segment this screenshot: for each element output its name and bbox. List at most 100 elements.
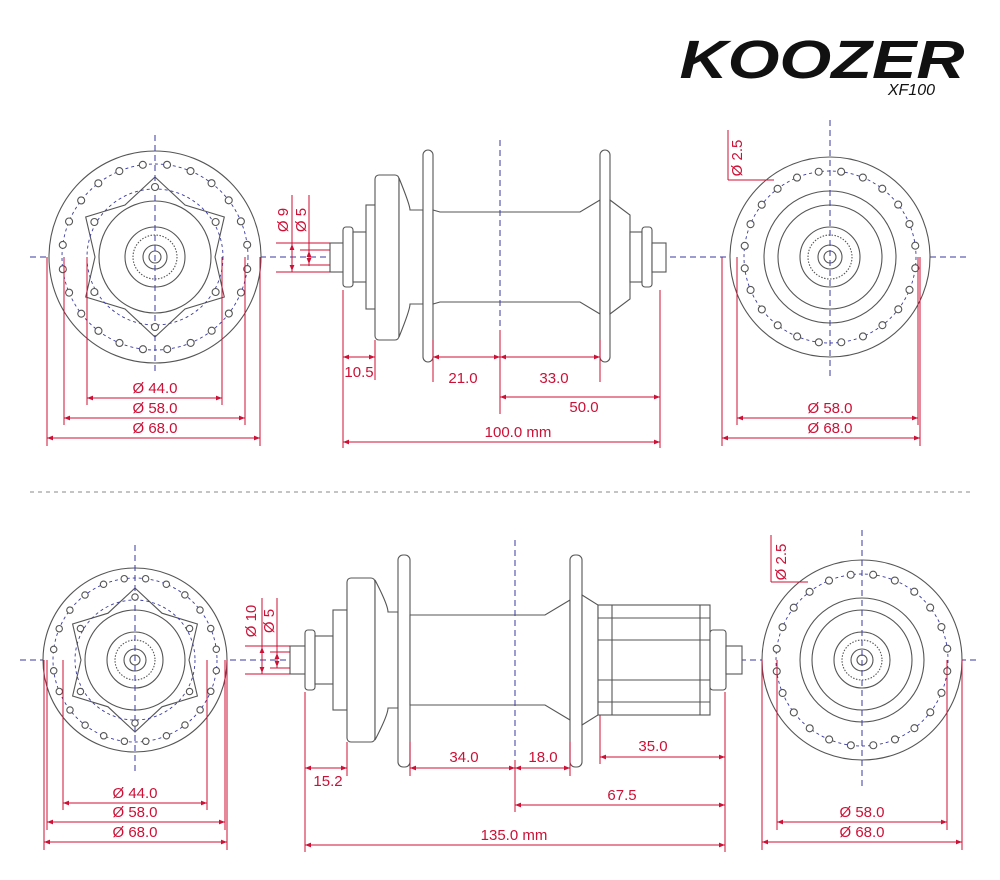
spoke-hole	[805, 724, 814, 733]
spoke-hole	[890, 576, 899, 585]
rear-d18-label: 18.0	[528, 749, 557, 766]
spoke-hole	[211, 287, 220, 297]
spoke-hole	[64, 217, 74, 226]
spoke-hole	[131, 719, 139, 727]
front-flange-d58-label: Ø 58.0	[807, 400, 852, 417]
front-disc-d58-label: Ø 58.0	[132, 400, 177, 417]
rear-hole-d2-5-label: Ø 2.5	[773, 544, 790, 581]
rear-axle-d10-label: Ø 10	[243, 605, 260, 638]
spoke-hole	[185, 624, 194, 633]
front-d50-label: 50.0	[569, 399, 598, 416]
spoke-hole	[163, 160, 172, 169]
spoke-hole	[224, 196, 233, 205]
spoke-hole	[99, 732, 108, 740]
spoke-hole	[789, 603, 798, 612]
spoke-hole	[76, 687, 85, 696]
spoke-hole	[805, 587, 814, 596]
spoke-hole	[90, 217, 99, 227]
spoke-hole	[58, 240, 67, 249]
spoke-hole	[150, 182, 160, 192]
spoke-hole	[58, 265, 67, 274]
spoke-hole	[926, 603, 935, 612]
spoke-hole	[196, 606, 204, 614]
spoke-hole	[185, 687, 194, 696]
spoke-hole	[138, 160, 147, 169]
spoke-hole	[926, 708, 935, 717]
spoke-hole	[163, 345, 172, 354]
spoke-hole	[120, 737, 129, 746]
spoke-hole	[894, 305, 903, 314]
rear-flange-d68-label: Ø 68.0	[839, 824, 884, 841]
spoke-hole	[746, 220, 755, 229]
spoke-hole	[55, 687, 64, 696]
front-disc-d44-label: Ø 44.0	[132, 380, 177, 397]
spoke-hole	[746, 285, 755, 295]
spoke-hole	[890, 735, 900, 744]
spoke-hole	[94, 179, 103, 188]
spoke-hole	[837, 167, 846, 176]
front-d33-label: 33.0	[539, 370, 568, 387]
spoke-hole	[76, 624, 85, 633]
spoke-hole	[878, 184, 887, 193]
rear-d67-5-label: 67.5	[607, 787, 636, 804]
spoke-hole	[141, 574, 150, 583]
spoke-hole	[757, 200, 766, 209]
spoke-hole	[115, 167, 124, 176]
spoke-hole	[162, 731, 171, 740]
spoke-hole	[911, 241, 920, 250]
spoke-hole	[196, 706, 204, 714]
spoke-hole	[224, 309, 233, 318]
front-d10-5-label: 10.5	[344, 364, 373, 381]
spoke-hole	[181, 591, 189, 599]
spoke-hole	[740, 241, 749, 250]
front-hole-d2-5-label: Ø 2.5	[729, 140, 746, 177]
spoke-hole	[90, 287, 99, 297]
spoke-hole	[846, 741, 855, 750]
rear-axle-d5-label: Ø 5	[261, 609, 278, 633]
spoke-hole	[207, 687, 215, 696]
spoke-hole	[81, 721, 89, 729]
spoke-hole	[66, 606, 74, 614]
spoke-hole	[773, 184, 782, 193]
front-dimensions: Ø 44.0 Ø 58.0 Ø 68.0 Ø 58.0 Ø 68.0 Ø 2.5…	[46, 130, 921, 448]
spoke-hole	[757, 305, 766, 314]
spoke-hole	[837, 338, 846, 347]
rear-hub-side-view	[289, 540, 743, 768]
rear-d15-2-label: 15.2	[313, 773, 342, 790]
front-disc-side-view	[48, 135, 262, 375]
spoke-hole	[207, 326, 216, 335]
spoke-hole	[77, 196, 86, 205]
spoke-hole	[211, 217, 220, 227]
spoke-hole	[911, 264, 920, 273]
spoke-hole	[77, 309, 86, 318]
spoke-hole	[910, 587, 919, 596]
front-hub-side-view	[329, 140, 667, 363]
spoke-hole	[186, 166, 195, 176]
spoke-hole	[878, 321, 887, 330]
spoke-hole	[789, 708, 798, 717]
spoke-hole	[846, 570, 855, 579]
front-d21-label: 21.0	[448, 370, 477, 387]
spoke-hole	[792, 173, 802, 182]
rear-overall-label: 135.0 mm	[481, 827, 548, 844]
spoke-hole	[905, 219, 914, 229]
freehub-splines	[598, 605, 710, 715]
spoke-hole	[937, 622, 946, 632]
rear-flange-d58-label: Ø 58.0	[839, 804, 884, 821]
brand-logo-text: KOOZER	[680, 30, 965, 90]
front-axle-d5-label: Ø 5	[293, 208, 310, 232]
spoke-hole	[869, 570, 878, 579]
rear-disc-d68-label: Ø 68.0	[112, 824, 157, 841]
front-flange-side-view	[729, 120, 931, 378]
spoke-hole	[49, 667, 58, 675]
spoke-hole	[65, 288, 74, 297]
spoke-hole	[740, 264, 749, 273]
spoke-hole	[66, 706, 74, 714]
spoke-hole	[814, 338, 823, 347]
spoke-hole	[142, 737, 150, 746]
rear-disc-d44-label: Ø 44.0	[112, 785, 157, 802]
spoke-hole	[858, 332, 868, 341]
spoke-hole	[858, 173, 867, 182]
spoke-hole	[778, 688, 787, 698]
spoke-hole	[120, 574, 128, 583]
